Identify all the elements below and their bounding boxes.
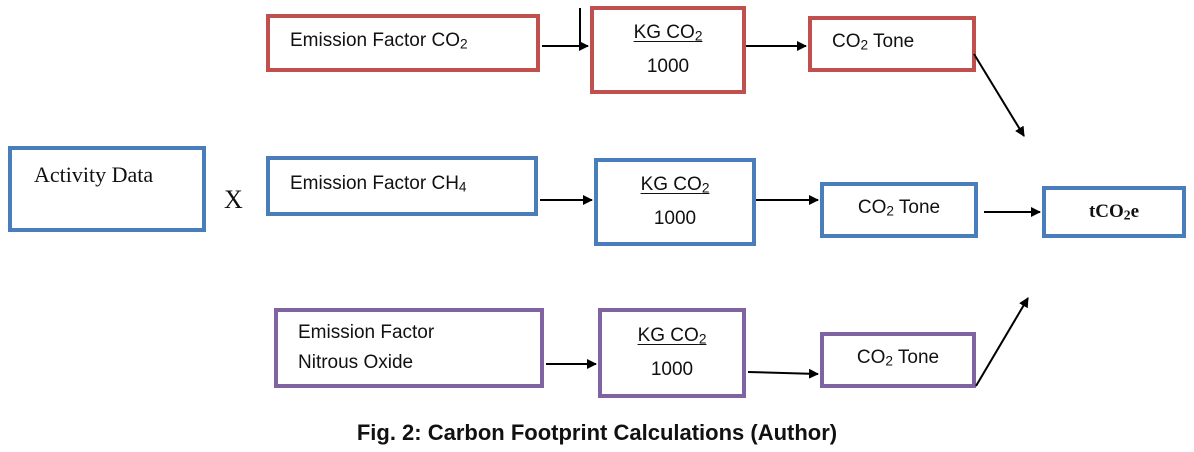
- activity-data-label: Activity Data: [34, 162, 154, 187]
- co2-tone-box-row2: CO2 Tone: [820, 182, 978, 238]
- kg-co2-denominator: 1000: [650, 358, 694, 380]
- emission-factor-co2-box: Emission Factor CO2: [266, 14, 540, 72]
- emission-factor-nitrous-oxide-line2: Nitrous Oxide: [298, 352, 414, 373]
- arrow-kg-to-tone-row3: [747, 368, 819, 379]
- arrow-tone-row3-to-result: [975, 297, 1029, 387]
- kg-co2-box-row3: KG CO2 1000: [598, 308, 746, 398]
- kg-co2-box-row2: KG CO2 1000: [594, 158, 756, 246]
- result-tco2e-box: tCO2e: [1042, 186, 1186, 238]
- figure-caption: Fig. 2: Carbon Footprint Calculations (A…: [356, 420, 838, 445]
- kg-co2-numerator: KG CO2: [640, 174, 710, 196]
- emission-factor-nitrous-oxide-box: Emission Factor Nitrous Oxide: [274, 308, 544, 388]
- emission-factor-nitrous-oxide-line1: Emission Factor: [298, 322, 435, 343]
- co2-tone-label: CO2 Tone: [857, 197, 941, 219]
- emission-factor-ch4-label: Emission Factor CH4: [290, 173, 467, 195]
- co2-tone-label: CO2 Tone: [832, 31, 915, 53]
- emission-factor-ch4-box: Emission Factor CH4: [266, 156, 538, 216]
- result-tco2e-label: tCO2e: [1088, 200, 1140, 223]
- kg-co2-box-row1: KG CO2 1000: [590, 6, 746, 94]
- kg-co2-numerator: KG CO2: [633, 22, 703, 44]
- kg-co2-denominator: 1000: [653, 207, 697, 229]
- kg-co2-numerator: KG CO2: [637, 325, 707, 347]
- co2-tone-box-row3: CO2 Tone: [820, 332, 976, 388]
- co2-tone-label: CO2 Tone: [856, 347, 940, 369]
- multiply-operator: X: [224, 185, 243, 214]
- emission-factor-co2-label: Emission Factor CO2: [290, 30, 468, 52]
- activity-data-box: Activity Data: [8, 146, 206, 232]
- co2-tone-box-row1: CO2 Tone: [808, 16, 976, 72]
- arrow-tone-row1-to-result: [973, 53, 1025, 137]
- kg-co2-denominator: 1000: [646, 55, 690, 77]
